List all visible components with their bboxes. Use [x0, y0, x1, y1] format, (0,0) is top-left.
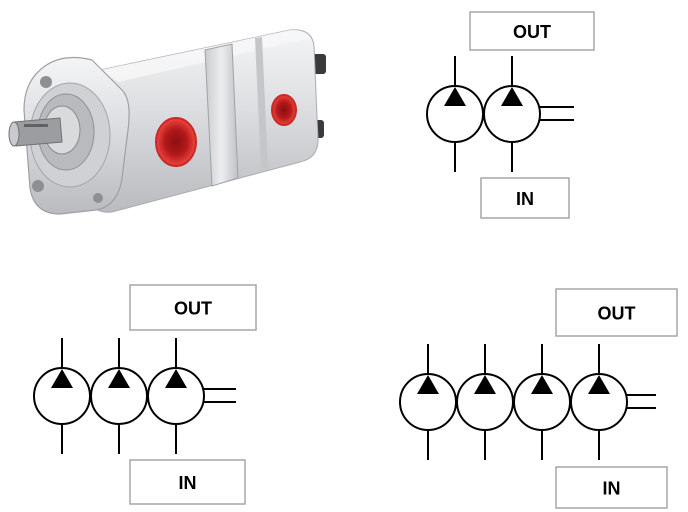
- flow-triangle-icon: [531, 375, 553, 394]
- pump-symbol: [90, 338, 148, 454]
- pump-symbol: [33, 338, 91, 454]
- in-label-box: [480, 177, 570, 219]
- pump-symbol-group-2: OUT IN: [33, 284, 257, 505]
- out-label: OUT: [598, 304, 636, 324]
- flow-triangle-icon: [51, 369, 73, 388]
- pump-symbol: [456, 344, 514, 460]
- pump-symbol: [426, 56, 484, 172]
- pump-circle: [147, 367, 205, 425]
- gear-pump-photo: [8, 29, 326, 215]
- in-label: IN: [603, 479, 621, 499]
- pump-symbol: [147, 338, 205, 454]
- out-label-box: [129, 284, 257, 331]
- flow-triangle-icon: [501, 87, 523, 106]
- pump-symbol: [513, 344, 571, 460]
- pump-symbol-diagrams: OUT IN OUT IN OUT IN: [33, 11, 678, 509]
- flow-triangle-icon: [165, 369, 187, 388]
- flow-triangle-icon: [417, 375, 439, 394]
- in-label: IN: [179, 473, 197, 493]
- flow-triangle-icon: [108, 369, 130, 388]
- pump-symbol: [570, 344, 628, 460]
- pump-circle: [570, 373, 628, 431]
- large-port: [155, 117, 197, 167]
- out-label: OUT: [174, 299, 212, 319]
- flow-triangle-icon: [474, 375, 496, 394]
- in-label-box: [129, 459, 246, 505]
- pump-circle: [483, 85, 541, 143]
- in-label: IN: [516, 189, 534, 209]
- pump-symbol-group-3: OUT IN: [399, 288, 678, 509]
- pump-symbol: [399, 344, 457, 460]
- in-label-box: [555, 466, 668, 509]
- flow-triangle-icon: [444, 87, 466, 106]
- out-label-box: [555, 288, 678, 337]
- small-port: [271, 94, 297, 126]
- out-label-box: [469, 11, 595, 51]
- flow-triangle-icon: [588, 375, 610, 394]
- out-label: OUT: [513, 22, 551, 42]
- pump-symbol: [483, 56, 541, 172]
- pump-symbol-group-1: OUT IN: [426, 11, 595, 219]
